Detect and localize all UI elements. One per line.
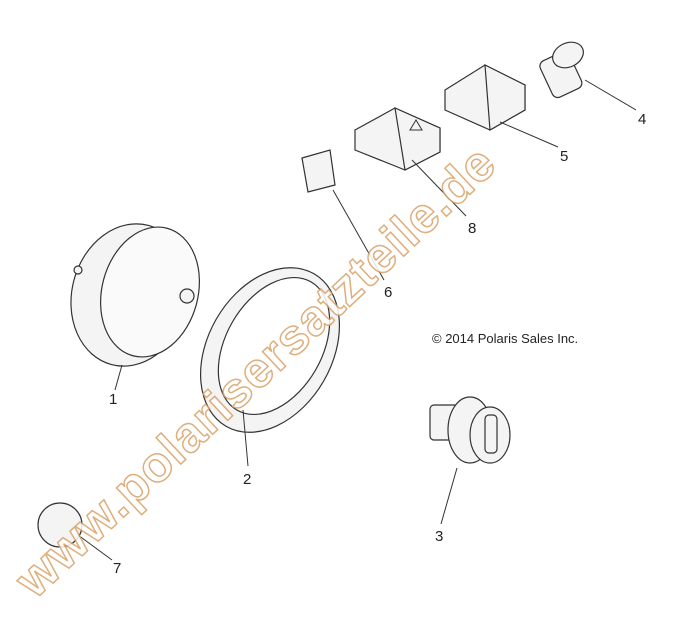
callout-5: 5	[560, 148, 568, 165]
callout-3: 3	[435, 528, 443, 545]
part-4-power-socket	[539, 41, 584, 99]
copyright-text: © 2014 Polaris Sales Inc.	[432, 331, 578, 346]
watermark: www.polarisersatzteile.de	[4, 134, 507, 608]
part-8-hazard-switch	[354, 107, 441, 171]
part-7-cap	[37, 502, 83, 548]
part-1-gauge	[70, 223, 201, 367]
part-6-decal	[301, 149, 336, 193]
callout-2: 2	[243, 471, 251, 488]
callout-1: 1	[109, 391, 117, 408]
part-5-rocker-switch	[444, 63, 526, 131]
leader-lines	[77, 79, 637, 561]
part-2-bezel-ring	[199, 267, 341, 433]
callout-6: 6	[384, 284, 392, 301]
part-3-key-switch	[429, 396, 511, 464]
callout-4: 4	[638, 111, 646, 128]
callout-7: 7	[113, 560, 121, 577]
callout-8: 8	[468, 220, 476, 237]
